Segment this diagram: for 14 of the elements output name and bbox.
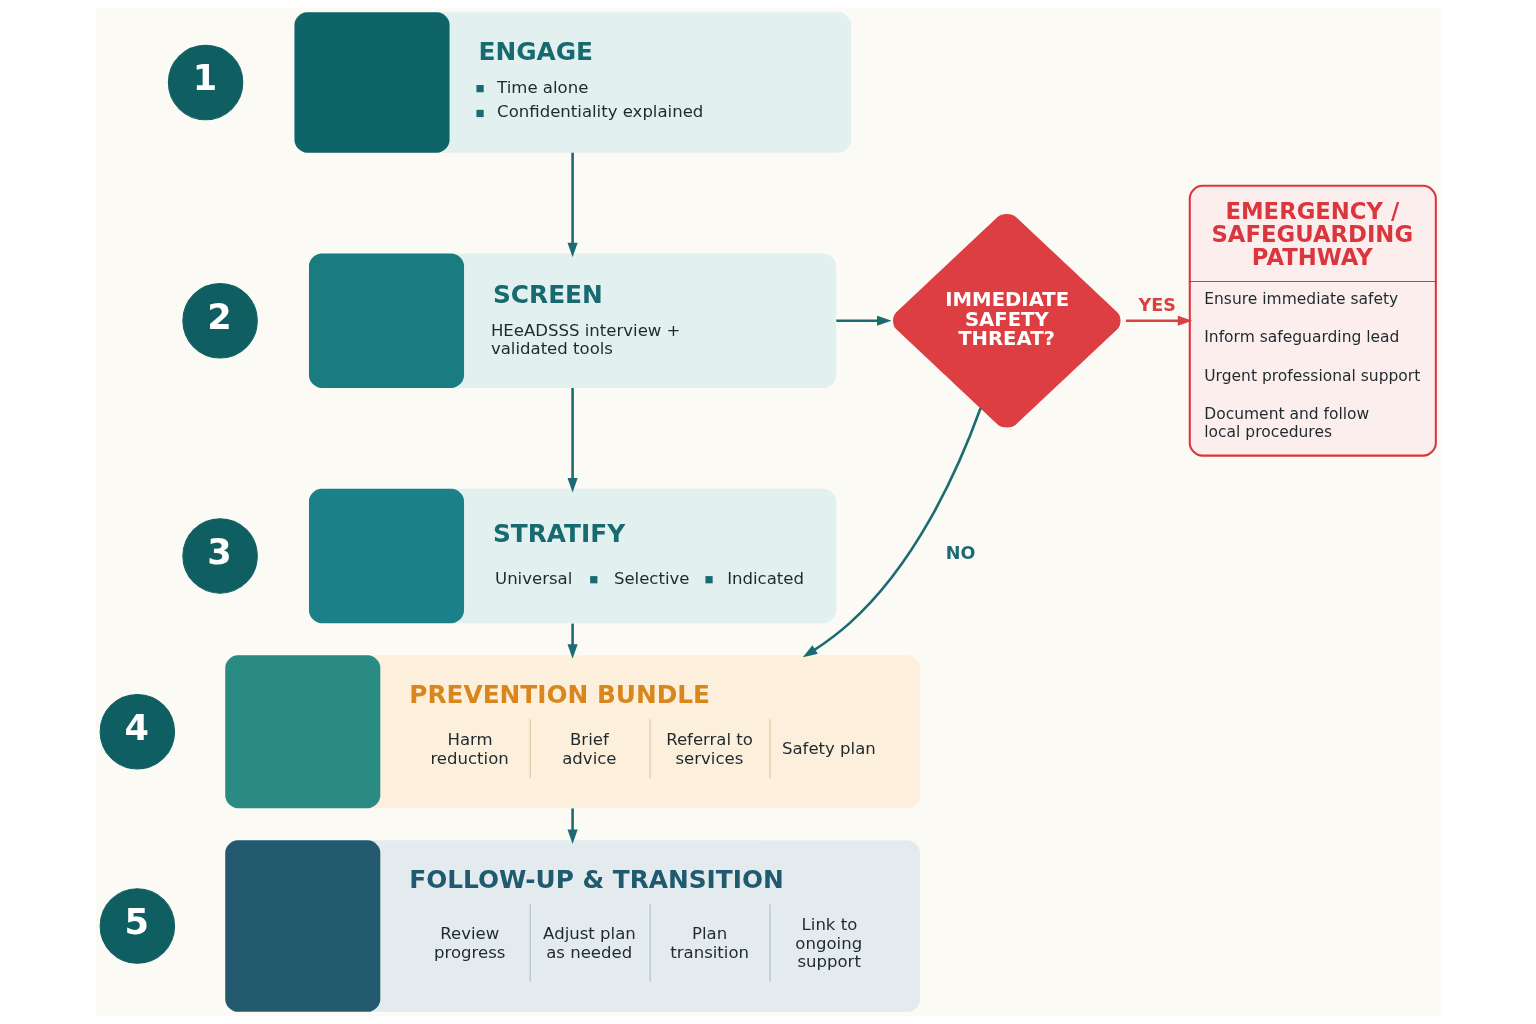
arrow (567, 387, 578, 493)
node-circle: 5 (99, 888, 175, 964)
node-circle: 4 (99, 693, 175, 770)
node-circle: 2 (181, 283, 258, 359)
arrow (802, 407, 982, 658)
node-circle: 3 (181, 518, 258, 594)
arrow (835, 315, 891, 326)
edge-label: YES (1138, 295, 1176, 316)
edge-label: NO (945, 543, 975, 564)
arrow (1125, 315, 1192, 326)
arrow (567, 623, 578, 659)
arrow (567, 808, 578, 845)
node-circle: 1 (167, 44, 243, 121)
arrow (567, 152, 578, 258)
